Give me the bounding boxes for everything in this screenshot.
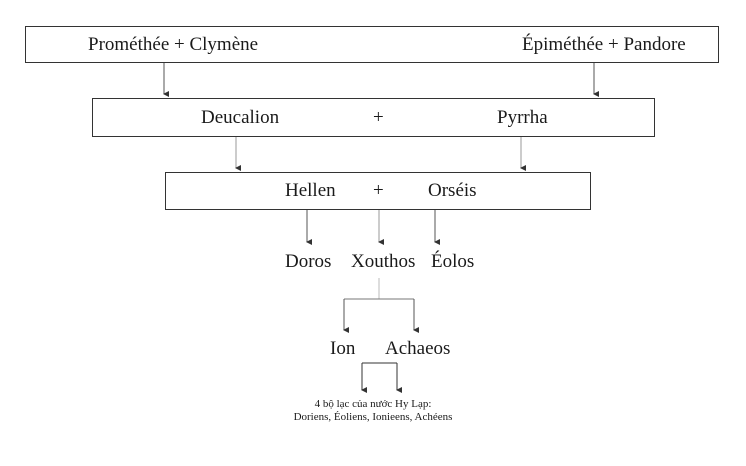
tribes-note-line2: Doriens, Éoliens, Ionieens, Achéens [293,411,453,423]
generation2-box [92,98,655,137]
doros-label: Doros [285,251,332,272]
generation3-plus-sign: + [373,180,384,201]
generation3-box [165,172,591,210]
generation2-plus-sign: + [373,107,384,128]
hellen-label: Hellen [285,180,336,201]
prometheus-clymene-label: Prométhée + Clymène [88,34,259,55]
tribes-note-line1: 4 bộ lạc của nước Hy Lạp: [314,398,432,410]
ion-label: Ion [330,338,356,359]
achaeos-label: Achaeos [385,338,451,359]
generation1-box [25,26,719,63]
deucalion-label: Deucalion [201,107,280,128]
pyrrha-label: Pyrrha [497,107,548,128]
orseis-label: Orséis [428,180,477,201]
epimetheus-pandora-label: Épiméthée + Pandore [522,34,686,55]
eolos-label: Éolos [431,251,475,272]
xouthos-label: Xouthos [351,251,416,272]
